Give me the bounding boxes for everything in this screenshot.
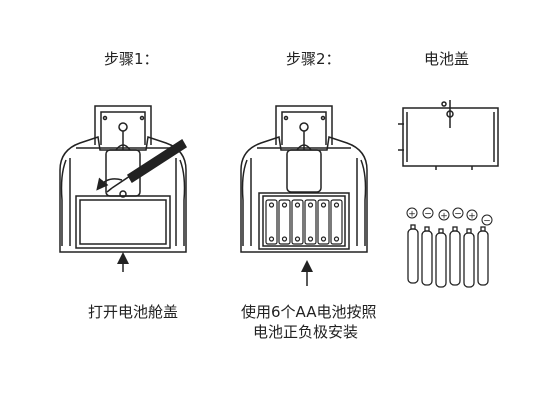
loose-batteries: [407, 224, 489, 288]
controller-step1: [59, 105, 188, 253]
polarity-mark-3: +: [440, 212, 448, 222]
polarity-mark-2: −: [424, 210, 432, 220]
battery-tray-cells: [265, 199, 343, 245]
polarity-mark-6: −: [483, 217, 491, 227]
step2-caption-line2: 电池正负极安装: [253, 323, 359, 341]
cover-title: 电池盖: [424, 50, 470, 68]
battery-cover: [398, 100, 499, 170]
polarity-mark-4: −: [454, 210, 462, 220]
step2-title: 步骤2：: [286, 50, 341, 68]
polarity-mark-5: +: [468, 212, 476, 222]
step1-caption: 打开电池舱盖: [88, 303, 179, 321]
step1-title: 步骤1：: [104, 50, 159, 68]
polarity-mark-1: +: [408, 210, 416, 220]
controller-step2: [240, 105, 368, 253]
step2-caption-line1: 使用6个AA电池按照: [241, 303, 377, 321]
polarity-marks: + − + − + −: [406, 207, 493, 227]
